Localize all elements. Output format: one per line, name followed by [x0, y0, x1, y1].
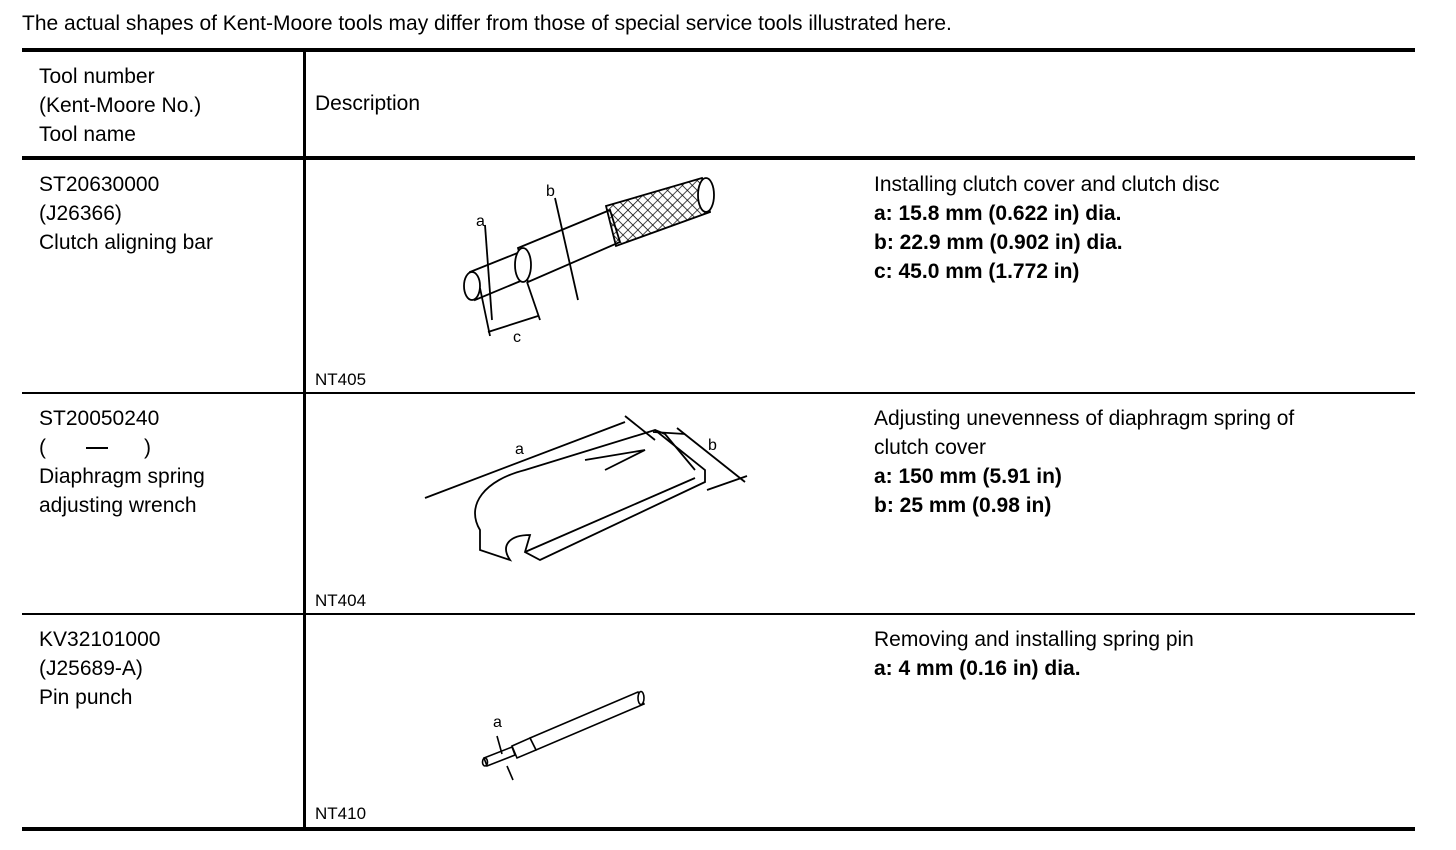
kent-moore-number: ()	[39, 433, 205, 462]
column-divider	[303, 50, 306, 829]
intro-note: The actual shapes of Kent-Moore tools ma…	[22, 12, 952, 35]
header-bottom-rule	[22, 156, 1415, 160]
description-text: Installing clutch cover and clutch disc	[874, 173, 1220, 196]
tool-number: ST20050240	[39, 407, 160, 430]
dimension-label-b: b	[708, 437, 717, 454]
dimension-label-b: b	[546, 183, 555, 200]
dimension-label-a: a	[515, 441, 524, 458]
figure-code: NT405	[315, 370, 367, 389]
header-tool-name: Tool name	[39, 123, 136, 146]
kent-moore-number: (J26366)	[39, 202, 122, 225]
figure-code: NT410	[315, 804, 367, 823]
description-line-1: Adjusting unevenness of diaphragm spring…	[874, 407, 1295, 430]
spec-b: b: 25 mm (0.98 in)	[874, 494, 1052, 517]
spec-a: a: 15.8 mm (0.622 in) dia.	[874, 202, 1122, 225]
tool-number: ST20630000	[39, 173, 160, 196]
kent-moore-number: (J25689-A)	[39, 657, 143, 680]
row-2-tool: ST20050240 () Diaphragm spring adjusting…	[39, 404, 205, 520]
pin-punch-illustration: a	[481, 690, 646, 781]
row-1-description: Installing clutch cover and clutch disc …	[874, 170, 1220, 286]
clutch-aligning-bar-illustration: b a c	[463, 176, 715, 346]
row-divider	[22, 392, 1415, 394]
kent-moore-close: )	[144, 436, 151, 459]
row-1-tool: ST20630000 (J26366) Clutch aligning bar	[39, 170, 213, 257]
row-3-tool: KV32101000 (J25689-A) Pin punch	[39, 625, 160, 712]
tool-name: Clutch aligning bar	[39, 231, 213, 254]
dimension-label-c: c	[513, 329, 521, 346]
spec-b: b: 22.9 mm (0.902 in) dia.	[874, 231, 1123, 254]
row-3-description: Removing and installing spring pin a: 4 …	[874, 625, 1194, 683]
header-tool-column: Tool number (Kent-Moore No.) Tool name	[39, 62, 201, 149]
description-line-2: clutch cover	[874, 436, 987, 459]
row-divider	[22, 613, 1415, 615]
row-2-description: Adjusting unevenness of diaphragm spring…	[874, 404, 1294, 520]
table-bottom-rule	[22, 827, 1415, 831]
header-description: Description	[315, 92, 421, 115]
spec-c: c: 45.0 mm (1.772 in)	[874, 260, 1080, 283]
blank-dash	[86, 447, 108, 450]
kent-moore-open: (	[39, 436, 46, 459]
tool-number: KV32101000	[39, 628, 161, 651]
header-tool-number: Tool number	[39, 65, 155, 88]
tool-name-line-2: adjusting wrench	[39, 494, 197, 517]
header-kent-moore: (Kent-Moore No.)	[39, 94, 202, 117]
spec-a: a: 4 mm (0.16 in) dia.	[874, 657, 1081, 680]
description-text: Removing and installing spring pin	[874, 628, 1194, 651]
table-top-rule	[22, 48, 1415, 52]
diaphragm-spring-wrench-illustration: a b	[424, 415, 748, 562]
tool-name: Pin punch	[39, 686, 133, 709]
figure-code: NT404	[315, 591, 367, 610]
dimension-label-a: a	[476, 213, 485, 230]
tool-name-line-1: Diaphragm spring	[39, 465, 205, 488]
spec-a: a: 150 mm (5.91 in)	[874, 465, 1062, 488]
dimension-label-a: a	[493, 714, 502, 731]
